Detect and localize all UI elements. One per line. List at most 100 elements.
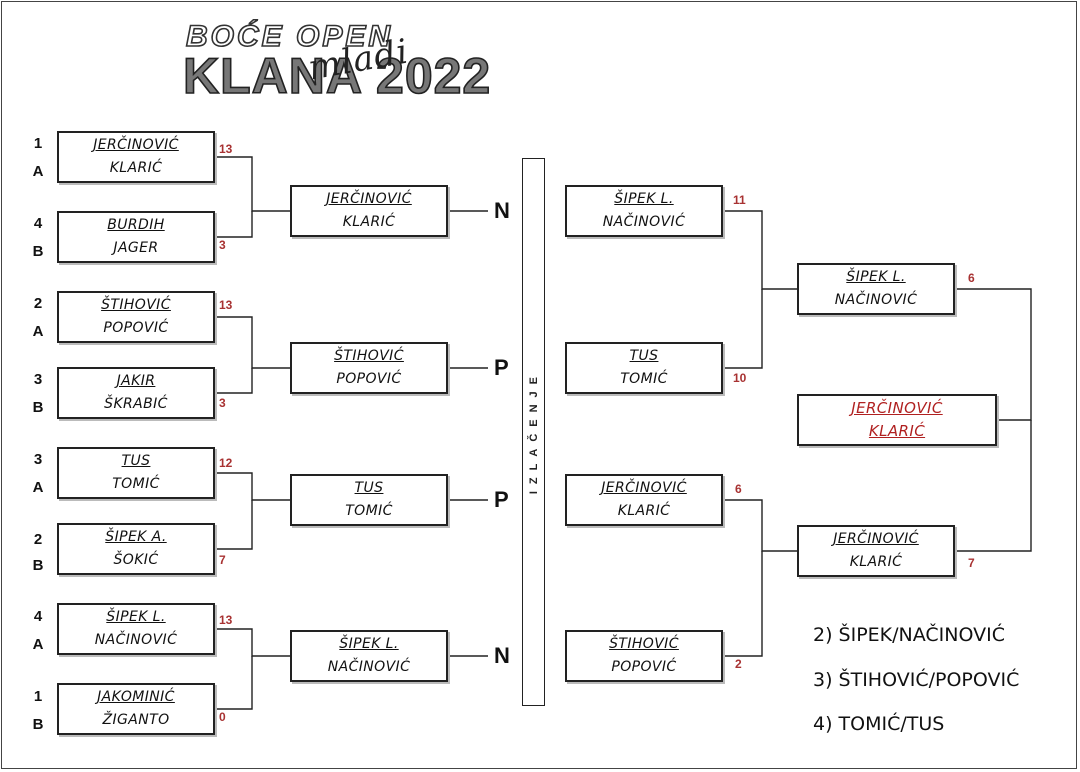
seed-group: B — [32, 243, 44, 260]
match-score: 7 — [968, 556, 975, 570]
player-name: KLARIĆ — [109, 160, 163, 176]
player-name: NAČINOVIĆ — [602, 214, 686, 230]
round-label: N — [494, 643, 510, 668]
seed-group: A — [32, 479, 44, 496]
player-name: TOMIĆ — [112, 476, 160, 492]
izlacenje-label: IZLAČENJE — [527, 369, 540, 495]
izlacenje-divider: IZLAČENJE — [522, 158, 545, 706]
player-name: TUS — [121, 453, 151, 469]
player-name: KLARIĆ — [342, 214, 396, 230]
ranking-2: 2) ŠIPEK/NAČINOVIĆ — [813, 624, 1005, 646]
player-name: NAČINOVIĆ — [94, 632, 178, 648]
match-score: 7 — [219, 553, 226, 567]
player-name: ŠIPEK L. — [846, 269, 906, 285]
round1-match-box: ŠIPEK A. ŠOKIĆ — [57, 523, 215, 575]
player-name: TOMIĆ — [345, 503, 393, 519]
player-name: JAGER — [113, 240, 159, 256]
round1-match-box: JERČINOVIĆ KLARIĆ — [57, 131, 215, 183]
champion-name: JERČINOVIĆ — [851, 399, 943, 417]
player-name: KLARIĆ — [617, 503, 671, 519]
player-name: JERČINOVIĆ — [326, 191, 412, 207]
seed-number: 1 — [33, 135, 43, 152]
match-score: 13 — [219, 298, 233, 312]
player-name: JERČINOVIĆ — [93, 137, 179, 153]
player-name: JAKOMINIĆ — [97, 689, 175, 705]
match-score: 6 — [735, 482, 742, 496]
player-name: ŠIPEK L. — [614, 191, 674, 207]
semi-match-box: JERČINOVIĆ KLARIĆ — [565, 474, 723, 526]
seed-group: B — [32, 399, 44, 416]
match-score: 13 — [219, 613, 233, 627]
champion-name: KLARIĆ — [868, 422, 926, 440]
player-name: ŠIPEK L. — [339, 636, 399, 652]
round-label: N — [494, 198, 510, 223]
seed-number: 3 — [33, 451, 43, 468]
match-score: 12 — [219, 456, 233, 470]
player-name: TUS — [629, 348, 659, 364]
player-name: POPOVIĆ — [336, 371, 402, 387]
round2-match-box: ŠTIHOVIĆ POPOVIĆ — [290, 342, 448, 394]
round2-match-box: JERČINOVIĆ KLARIĆ — [290, 185, 448, 237]
player-name: ŽIGANTO — [102, 712, 170, 728]
seed-number: 3 — [33, 371, 43, 388]
player-name: POPOVIĆ — [611, 659, 677, 675]
player-name: JERČINOVIĆ — [833, 531, 919, 547]
player-name: JERČINOVIĆ — [601, 480, 687, 496]
round2-match-box: TUS TOMIĆ — [290, 474, 448, 526]
seed-group: A — [32, 163, 44, 180]
round1-match-box: BURDIH JAGER — [57, 211, 215, 263]
seed-number: 4 — [33, 215, 43, 232]
match-score: 13 — [219, 142, 233, 156]
player-name: BURDIH — [107, 217, 165, 233]
player-name: NAČINOVIĆ — [834, 292, 918, 308]
round-label: P — [494, 355, 509, 380]
round2-match-box: ŠIPEK L. NAČINOVIĆ — [290, 630, 448, 682]
round1-match-box: ŠIPEK L. NAČINOVIĆ — [57, 603, 215, 655]
final-match-box: JERČINOVIĆ KLARIĆ — [797, 525, 955, 577]
semi-match-box: ŠTIHOVIĆ POPOVIĆ — [565, 630, 723, 682]
match-score: 3 — [219, 396, 226, 410]
player-name: TOMIĆ — [620, 371, 668, 387]
final-match-box: ŠIPEK L. NAČINOVIĆ — [797, 263, 955, 315]
seed-number: 2 — [33, 295, 43, 312]
match-score: 3 — [219, 238, 226, 252]
player-name: ŠTIHOVIĆ — [609, 636, 679, 652]
seed-number: 1 — [33, 688, 43, 705]
player-name: ŠIPEK A. — [105, 529, 167, 545]
player-name: JAKIR — [116, 373, 156, 389]
ranking-4: 4) TOMIĆ/TUS — [813, 713, 945, 735]
semi-match-box: TUS TOMIĆ — [565, 342, 723, 394]
round1-match-box: JAKOMINIĆ ŽIGANTO — [57, 683, 215, 735]
round-label: P — [494, 487, 509, 512]
player-name: ŠIPEK L. — [106, 609, 166, 625]
seed-group: B — [32, 716, 44, 733]
seed-group: A — [32, 323, 44, 340]
player-name: KLARIĆ — [849, 554, 903, 570]
match-score: 2 — [735, 657, 742, 671]
match-score: 6 — [968, 271, 975, 285]
champion-box: JERČINOVIĆ KLARIĆ — [797, 394, 997, 446]
seed-group: A — [32, 636, 44, 653]
player-name: ŠKRABIĆ — [104, 396, 168, 412]
match-score: 11 — [733, 193, 746, 207]
semi-match-box: ŠIPEK L. NAČINOVIĆ — [565, 185, 723, 237]
player-name: ŠTIHOVIĆ — [101, 297, 171, 313]
match-score: 0 — [219, 710, 226, 724]
title-boce-open: BOĆE OPEN — [185, 19, 394, 54]
seed-number: 2 — [33, 531, 43, 548]
seed-number: 4 — [33, 608, 43, 625]
player-name: ŠTIHOVIĆ — [334, 348, 404, 364]
round1-match-box: TUS TOMIĆ — [57, 447, 215, 499]
player-name: TUS — [354, 480, 384, 496]
player-name: ŠOKIĆ — [113, 552, 159, 568]
seed-group: B — [32, 557, 44, 574]
title-klana-2022: KLANA 2022 — [182, 47, 492, 105]
round1-match-box: JAKIR ŠKRABIĆ — [57, 367, 215, 419]
match-score: 10 — [733, 371, 747, 385]
ranking-3: 3) ŠTIHOVIĆ/POPOVIĆ — [813, 669, 1020, 691]
player-name: POPOVIĆ — [103, 320, 169, 336]
player-name: NAČINOVIĆ — [327, 659, 411, 675]
round1-match-box: ŠTIHOVIĆ POPOVIĆ — [57, 291, 215, 343]
